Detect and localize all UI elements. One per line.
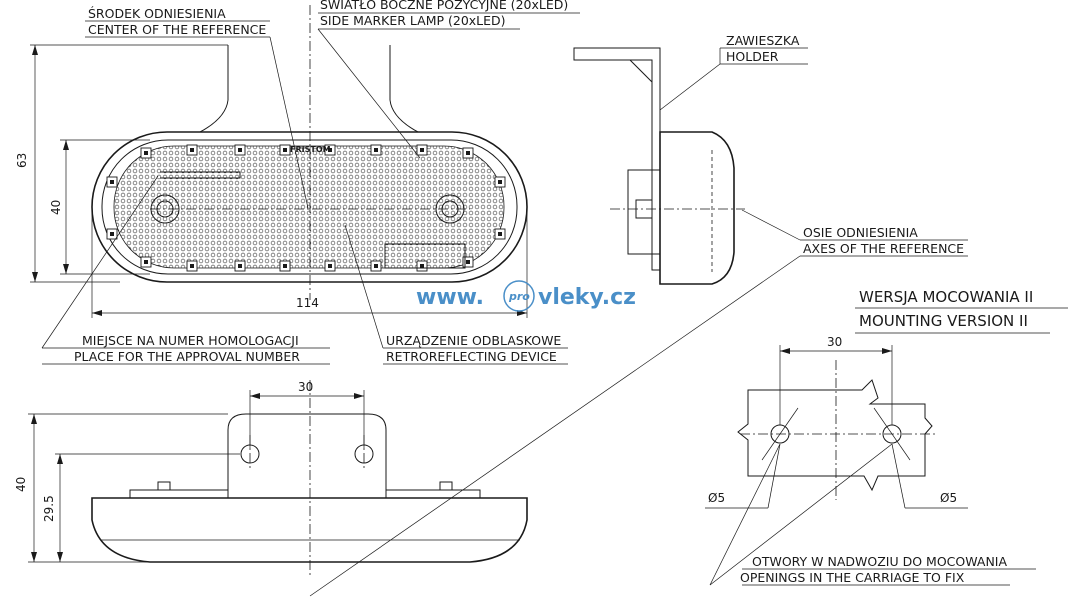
- label-holder-en: HOLDER: [726, 49, 779, 64]
- led-chip: [110, 232, 114, 236]
- version-title-en: MOUNTING VERSION II: [859, 312, 1028, 330]
- led-chip: [283, 148, 287, 152]
- label-holes-en: OPENINGS IN THE CARRIAGE TO FIX: [740, 570, 965, 585]
- front-dimensions: 63 40 114: [15, 44, 528, 318]
- led-chip: [374, 264, 378, 268]
- bottom-view: [91, 380, 528, 575]
- led-chip: [328, 148, 332, 152]
- label-center-pl: ŚRODEK ODNIESIENIA: [88, 6, 226, 21]
- led-chip: [374, 148, 378, 152]
- front-view: FRISTOM: [91, 5, 528, 300]
- label-center-en: CENTER OF THE REFERENCE: [88, 22, 266, 37]
- dim-height-lens: 40: [49, 200, 63, 215]
- label-retro-en: RETROREFLECTING DEVICE: [386, 349, 557, 364]
- mounting-version-ii: WERSJA MOCOWANIA II MOUNTING VERSION II …: [705, 288, 1068, 586]
- dim-height-side: 40: [14, 477, 28, 492]
- led-chip: [144, 260, 148, 264]
- led-chip: [466, 151, 470, 155]
- front-leaders: [41, 12, 580, 365]
- led-chip: [190, 264, 194, 268]
- dim-spacing-top: 30: [298, 380, 313, 394]
- dim-height-side-inner: 29.5: [42, 495, 56, 522]
- axes-leader: [309, 209, 968, 597]
- dim-width: 114: [296, 296, 319, 310]
- led-array: [106, 144, 506, 272]
- led-chip: [420, 264, 424, 268]
- led-chip: [420, 148, 424, 152]
- label-axes-en: AXES OF THE REFERENCE: [803, 241, 964, 256]
- watermark-prefix: www.: [416, 285, 484, 310]
- led-chip: [238, 148, 242, 152]
- side-view: [573, 47, 808, 285]
- retroreflector-field: [113, 145, 505, 269]
- led-chip: [498, 180, 502, 184]
- led-chip: [110, 180, 114, 184]
- dim-height-total: 63: [15, 153, 29, 168]
- dim-hole-right: Ø5: [940, 491, 957, 505]
- watermark-suffix: vleky.cz: [538, 285, 636, 310]
- watermark: www. pro vleky.cz: [416, 280, 636, 312]
- led-chip: [238, 264, 242, 268]
- label-approval-en: PLACE FOR THE APPROVAL NUMBER: [74, 349, 300, 364]
- label-axes-pl: OSIE ODNIESIENIA: [803, 225, 918, 240]
- label-holes-pl: OTWORY W NADWOZIU DO MOCOWANIA: [752, 554, 1007, 569]
- dim-spacing-mount: 30: [827, 335, 842, 349]
- led-chip: [498, 232, 502, 236]
- bottom-dimensions: 30 40 29.5: [14, 380, 365, 563]
- led-chip: [328, 264, 332, 268]
- led-chip: [144, 151, 148, 155]
- dim-hole-left: Ø5: [708, 491, 725, 505]
- label-holder-pl: ZAWIESZKA: [726, 33, 800, 48]
- label-retro-pl: URZĄDZENIE ODBLASKOWE: [386, 333, 561, 348]
- led-chip: [283, 264, 287, 268]
- label-approval-pl: MIEJSCE NA NUMER HOMOLOGACJI: [82, 333, 299, 348]
- watermark-circle: pro: [508, 290, 530, 303]
- label-lamp-en: SIDE MARKER LAMP (20xLED): [320, 13, 506, 28]
- led-chip: [190, 148, 194, 152]
- version-title-pl: WERSJA MOCOWANIA II: [859, 288, 1033, 306]
- led-chip: [466, 260, 470, 264]
- labels: ŚRODEK ODNIESIENIA CENTER OF THE REFEREN…: [74, 0, 1007, 585]
- label-lamp-pl: ŚWIATŁO BOCZNE POZYCYJNE (20xLED): [320, 0, 568, 12]
